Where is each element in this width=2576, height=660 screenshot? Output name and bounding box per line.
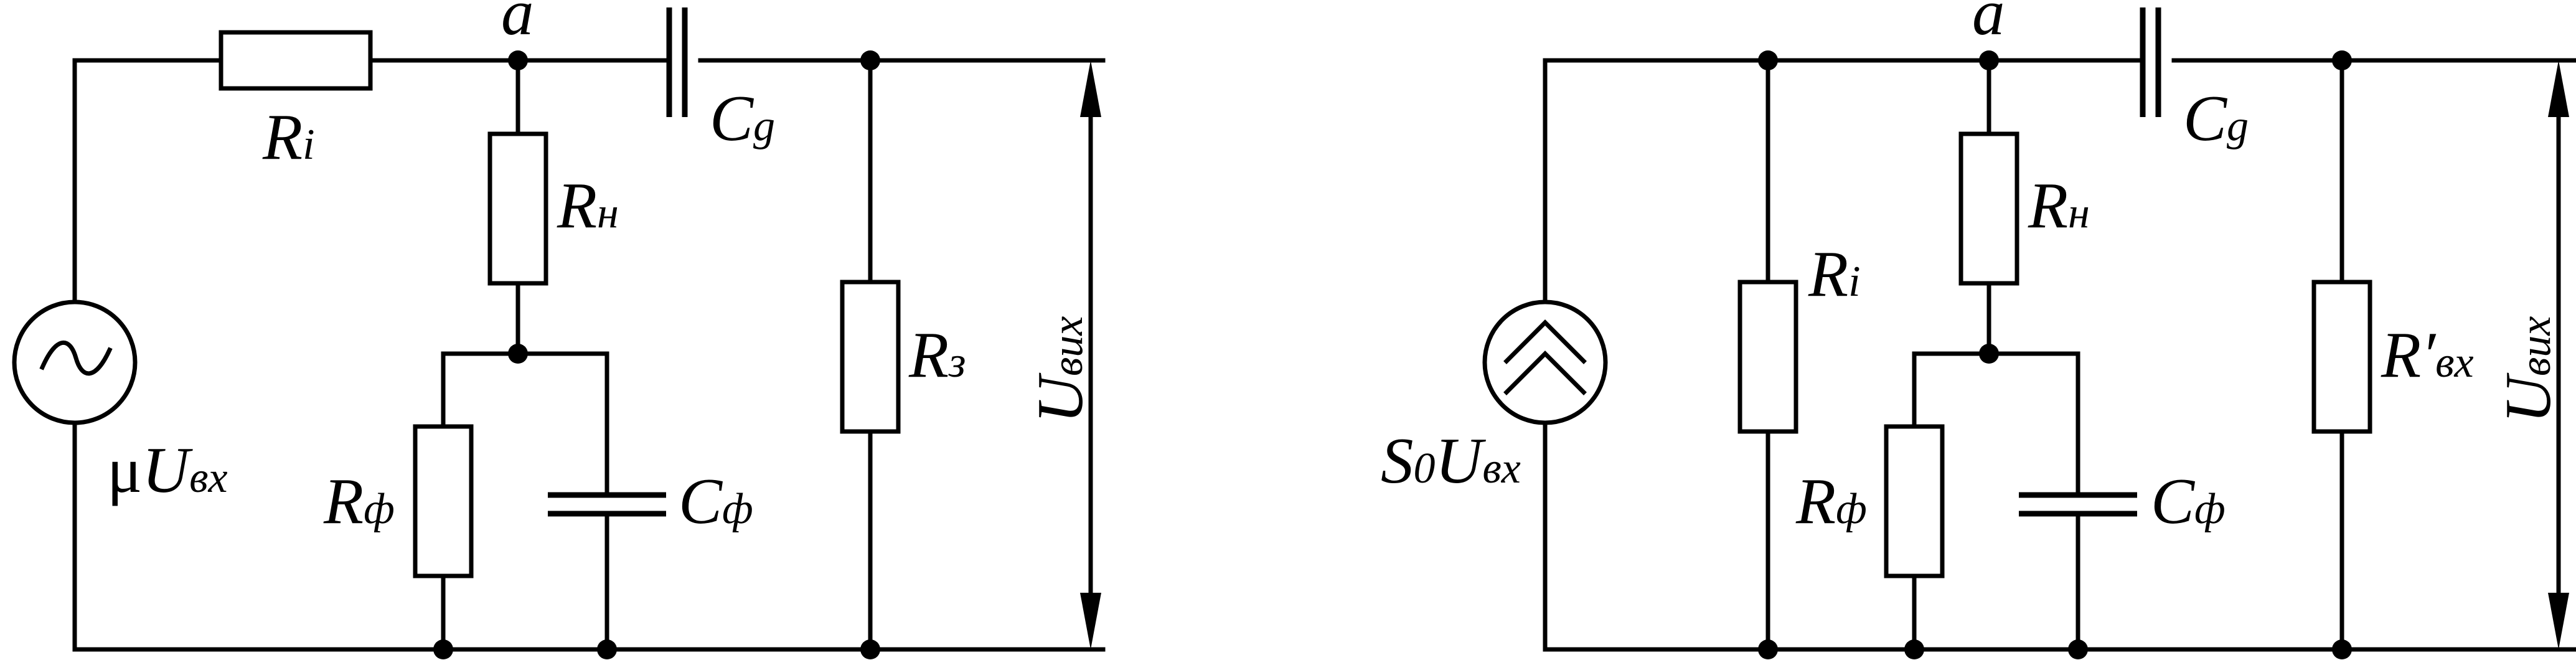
right-label-source: S0Uвх [1381,424,1521,497]
left-resistor-rf [413,424,474,578]
left-label-cf: Cф [679,464,753,537]
left-label-rz: Rз [908,318,966,391]
left-label-cg: Cg [710,82,775,154]
right-label-rf: Rф [1795,464,1867,537]
left-label-rf: Rф [323,464,395,537]
left-output-voltage-arrow [1080,60,1101,649]
right-resistor-rf [1884,424,1945,578]
right-resistor-ri [1737,280,1798,434]
right-label-u-out: Uвих [2491,316,2564,423]
left-resistor-ri [219,30,373,91]
left-resistor-rz [840,280,901,434]
left-capacitor-cg [666,7,688,117]
right-capacitor-cg [2140,7,2161,117]
left-wire-bottom [72,421,1106,652]
right-label-ri: Ri [1808,237,1861,310]
left-label-node-a: a [501,0,534,49]
ac-voltage-source-icon [12,299,138,425]
left-label-source: μUвх [107,433,228,506]
right-label-rn: Rн [2028,169,2090,242]
left-wires [72,58,1106,652]
right-label-rin: R′вх [2381,318,2474,391]
right-wire-bottom [1543,421,2576,652]
left-resistor-rn [487,131,548,286]
right-wire-top-left [1543,58,2145,304]
right-label-cg: Cg [2183,82,2249,154]
left-label-ri: Ri [262,100,315,173]
right-resistor-rin [2311,280,2372,434]
right-label-node-a: a [1972,0,2005,49]
right-label-cf: Cф [2151,464,2226,537]
left-junctions [433,50,880,659]
left-wire-top-left [72,58,223,304]
current-source-icon [1482,299,1608,425]
right-wires [1543,58,2576,652]
right-capacitor-cf [2019,492,2137,517]
right-output-voltage-arrow [2548,60,2569,649]
left-capacitor-cf [548,492,666,517]
left-circuit: a Ri Cg Rн Rз Rф Cф μUвх Uвих [12,0,1106,659]
left-label-u-out: Uвих [1023,316,1096,423]
right-resistor-rn [1958,131,2019,286]
left-label-rn: Rн [557,169,619,242]
right-circuit: a Ri Cg Rн R′вх Rф Cф S0Uвх Uвих [1381,0,2576,659]
right-junctions [1758,50,2352,659]
